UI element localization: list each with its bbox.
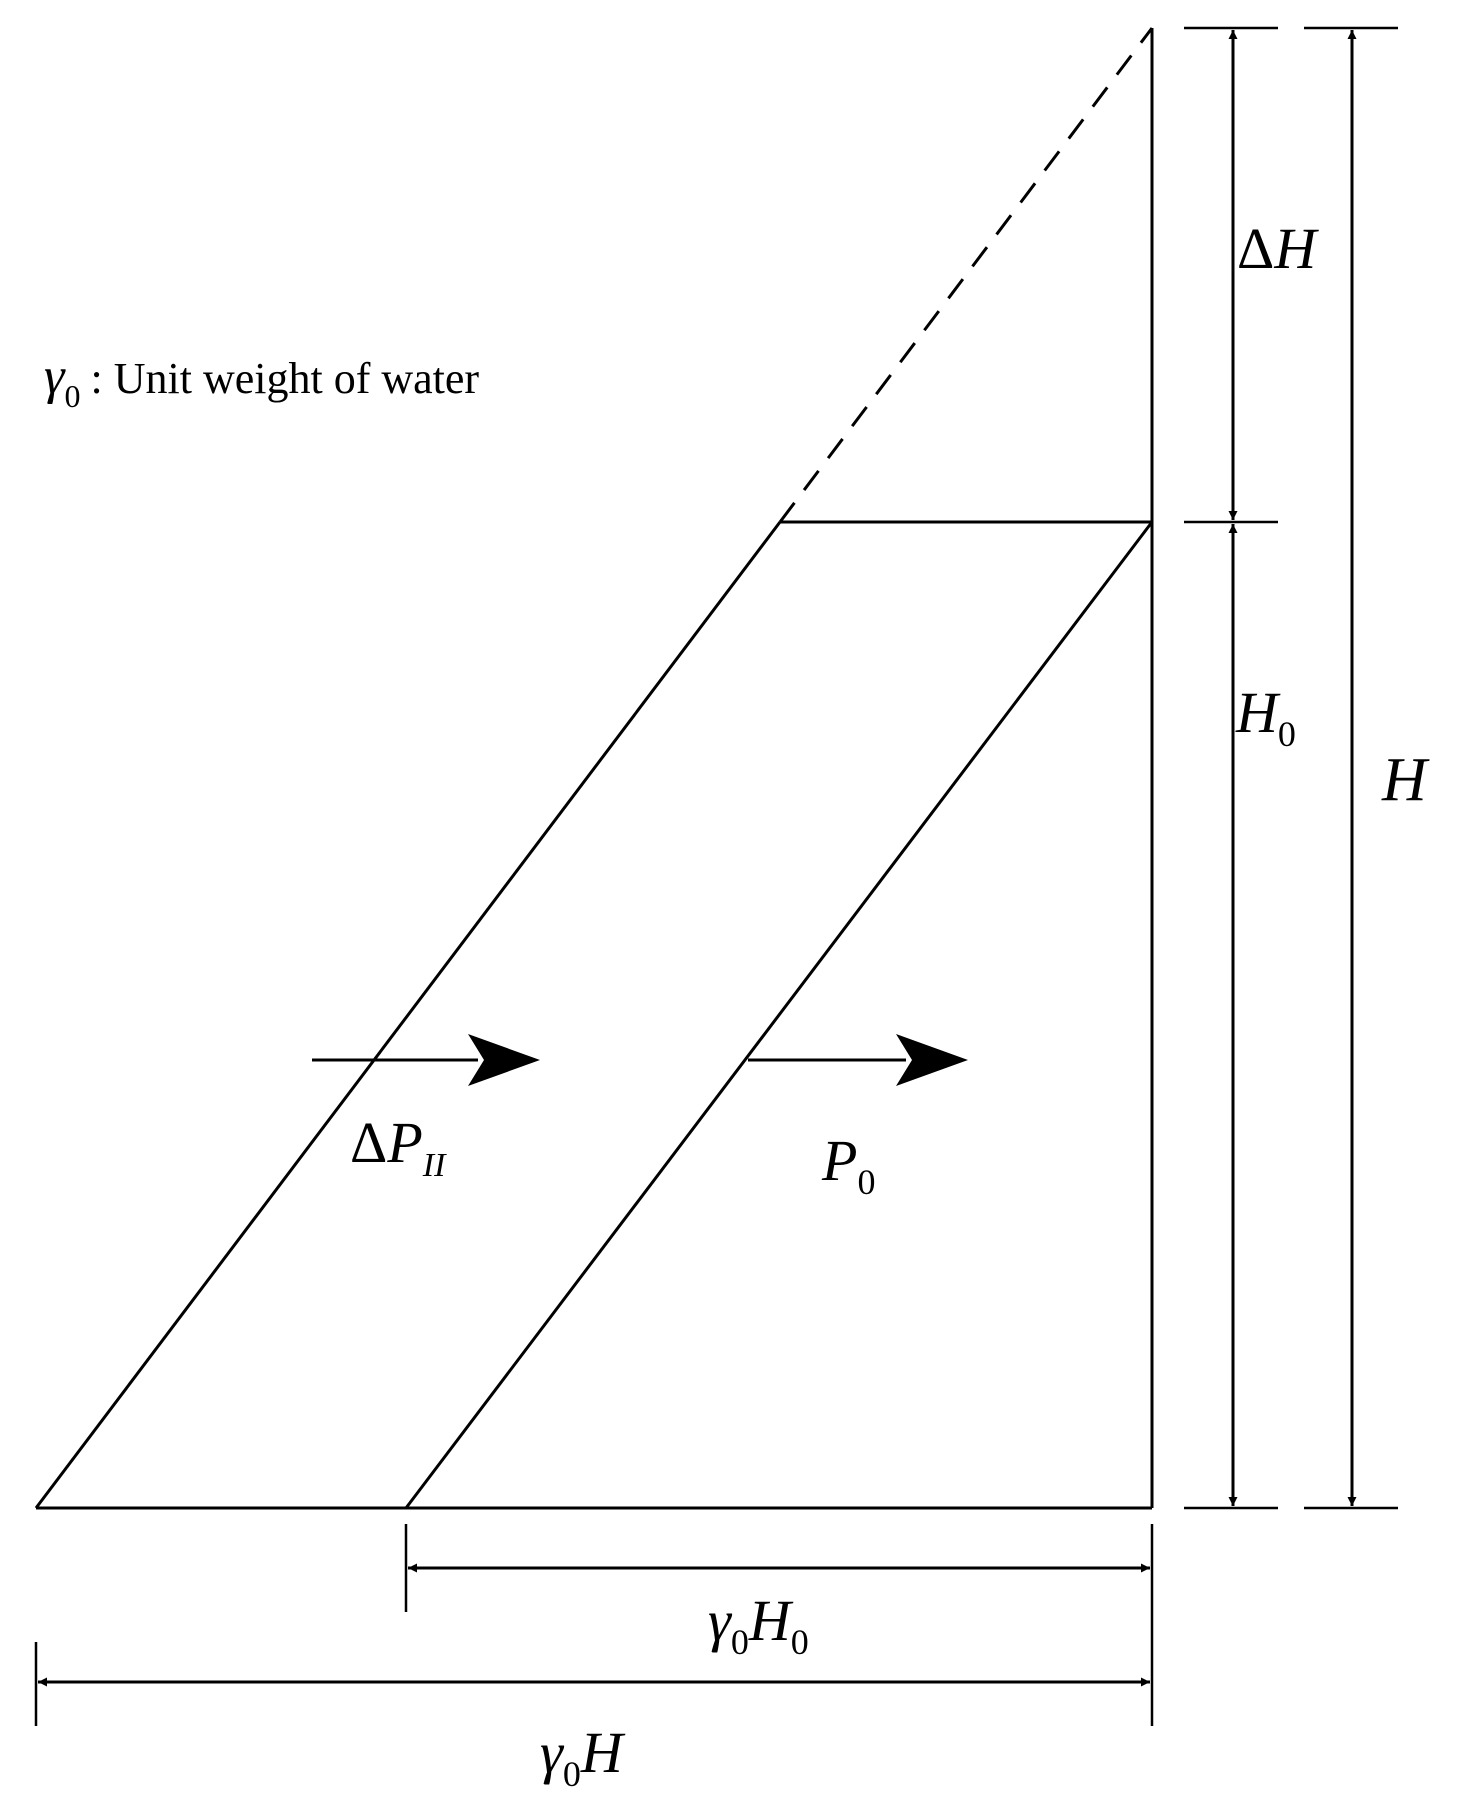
gamma0-h-label: γ0H: [540, 1720, 626, 1794]
dashed-extension-line: [778, 27, 1154, 523]
delta-h-label: ΔH: [1237, 216, 1319, 281]
outer-slope-line: [34, 521, 782, 1509]
legend: γ0: Unit weight of water: [44, 348, 479, 414]
p0-label: P0: [821, 1128, 875, 1202]
inner-slope-line: [404, 521, 1154, 1509]
delta-p-ii-force-arrow: [312, 1034, 540, 1086]
h-label: H: [1381, 746, 1430, 814]
gamma0-h0-label: γ0H0: [708, 1588, 809, 1662]
h0-label: H0: [1235, 680, 1296, 754]
delta-p-ii-label: ΔPII: [350, 1110, 447, 1184]
p0-force-arrow: [748, 1034, 968, 1086]
